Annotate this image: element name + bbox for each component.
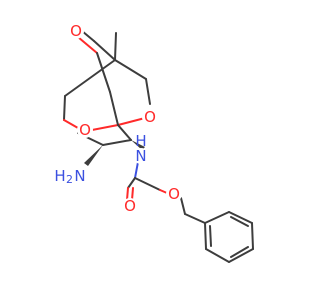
- atom-h-amine: H: [54, 167, 65, 185]
- bond-ch2-o-left: [63, 119, 79, 129]
- bond-bridgehead-chiral1: [117, 124, 132, 141]
- wedge-chiral2-nh2: [84, 145, 103, 166]
- bond-o-right-c: [117, 117, 146, 126]
- phenyl-bond-3: [251, 222, 254, 250]
- bond-carbonyl-down: [127, 177, 136, 189]
- atom-h2-subscript: 2: [66, 173, 73, 186]
- bond-ch2-o-top: [81, 30, 95, 42]
- phenyl-bond-2: [228, 211, 253, 224]
- bond-top-ch2-left: [93, 40, 116, 61]
- atom-o-ester: O: [168, 185, 180, 203]
- bond-top-ch2-right: [114, 59, 147, 80]
- phenyl-double-3: [209, 225, 212, 247]
- atom-o-cage-left: O: [79, 121, 91, 139]
- bond-carbonyl-o-2: [131, 187, 134, 201]
- bond-c-left-ch2: [63, 95, 66, 121]
- bond-ch2-phenyl: [184, 213, 206, 224]
- bond-carbonyl-o-1: [126, 187, 129, 201]
- bond-ester-o: [159, 189, 168, 194]
- bond-chiral1-chiral2: [102, 139, 132, 146]
- wedge-chiral1-nh: [131, 140, 145, 150]
- bond-cage-vertical: [109, 91, 119, 126]
- bond-top-ch2-leftring: [64, 59, 116, 97]
- phenyl-double-1: [230, 216, 249, 227]
- atom-n-amine: N: [74, 167, 85, 185]
- atom-h-amide: H: [135, 132, 146, 150]
- atom-o-cage-right: O: [144, 108, 156, 126]
- molecule-structure: O O O N H H 2 N O O: [54, 22, 254, 263]
- phenyl-bond-6: [204, 222, 207, 250]
- atom-o-cage-top: O: [70, 22, 82, 40]
- phenyl-bond-4: [228, 248, 254, 263]
- phenyl-bond-1: [204, 211, 230, 224]
- bond-carbonyl-ester: [134, 177, 161, 191]
- structure-canvas: O O O N H H 2 N O O: [54, 22, 254, 263]
- phenyl-bond-5: [205, 248, 230, 263]
- bond-ester-ch2: [180, 197, 186, 215]
- bond-nh-carbonyl: [134, 161, 139, 179]
- bond-bridgehead-methyl: [114, 32, 117, 61]
- bond-ch2-right-o: [145, 78, 151, 105]
- phenyl-double-2: [230, 246, 249, 258]
- atom-o-carbonyl: O: [124, 197, 136, 215]
- bond-c-upper-left: [96, 52, 111, 93]
- atom-n-amide: N: [135, 147, 146, 165]
- bond-o-left-c: [91, 124, 119, 131]
